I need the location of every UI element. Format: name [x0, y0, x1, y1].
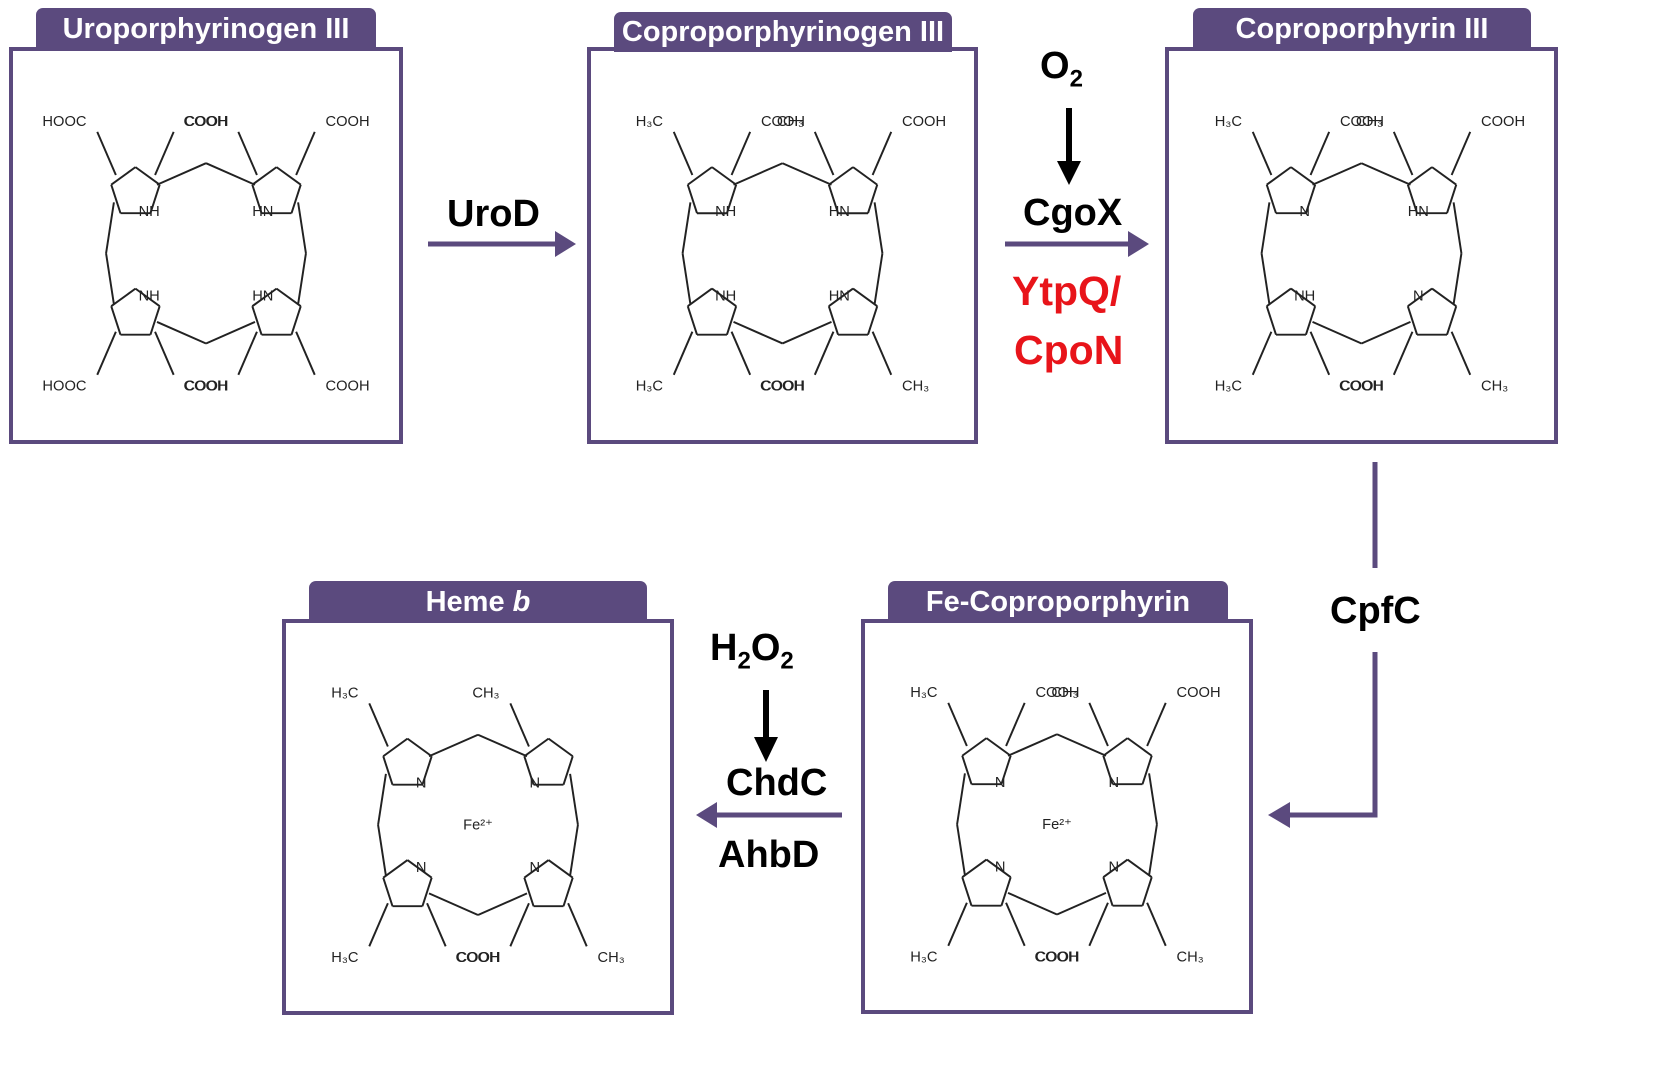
group-h3c-1: H₃C — [1215, 114, 1243, 130]
group-cooh-1: COOH — [184, 114, 228, 130]
group-cooh-3: COOH — [1340, 378, 1384, 394]
title-fe-coproporphyrin: Fe-Coproporphyrin — [888, 581, 1228, 623]
atom-n1: N — [416, 776, 427, 792]
title-uroporphyrinogen: Uroporphyrinogen III — [36, 8, 376, 51]
arrow-cpfc-lower — [1285, 652, 1378, 818]
group-h3c-1: H₃C — [636, 114, 664, 130]
group-h3c-2: H₃C — [1215, 378, 1243, 394]
group-cooh-3: COOH — [326, 114, 370, 130]
atom-n4: HN — [252, 288, 273, 304]
enzyme-chdc: ChdC — [726, 762, 828, 804]
group-ch3-2: CH₃ — [1481, 378, 1508, 394]
group-h3c-2: H₃C — [331, 950, 359, 966]
atom-n1: NH — [139, 204, 160, 220]
cosubstrate-h2o2: H2O2 — [710, 627, 794, 675]
atom-n4: HN — [829, 288, 850, 304]
group-ch3-1: CH₃ — [777, 114, 804, 130]
group-cooh-4: COOH — [760, 378, 804, 394]
atom-fe: Fe²⁺ — [1042, 817, 1072, 833]
group-ch3-1: CH₃ — [472, 685, 499, 701]
group-cooh-4: COOH — [184, 378, 228, 394]
group-hooc-1: HOOC — [42, 114, 86, 130]
title-heme-b: Heme b — [309, 581, 647, 623]
atom-n2: HN — [829, 204, 850, 220]
enzyme-ytpq: YtpQ/ — [1012, 268, 1122, 314]
group-cooh-3: COOH — [761, 378, 805, 394]
group-ch3-2: CH₃ — [1177, 949, 1204, 965]
title-coproporphyrin: Coproporphyrin III — [1193, 8, 1531, 51]
group-ch3-1: CH₃ — [1356, 114, 1383, 130]
atom-fe: Fe²⁺ — [463, 818, 493, 834]
heme-b-italic: b — [512, 586, 531, 618]
atom-n2: N — [1109, 775, 1120, 791]
atom-n2: N — [530, 776, 541, 792]
group-cooh-1: COOH — [456, 950, 500, 966]
group-ch3-2: CH₃ — [598, 950, 625, 966]
atom-n3: N — [995, 859, 1006, 875]
group-h3c-2: H₃C — [910, 949, 938, 965]
atom-n3: NH — [139, 288, 160, 304]
group-cooh-1: COOH — [761, 114, 805, 130]
group-ch3-1: CH₃ — [1051, 685, 1078, 701]
atom-n2: HN — [252, 204, 273, 220]
atom-n4: N — [1109, 859, 1120, 875]
atom-n3: NH — [1294, 288, 1315, 304]
enzyme-cpfc: CpfC — [1330, 590, 1421, 632]
group-cooh-2: COOH — [455, 950, 499, 966]
heme-b-prefix: Heme — [425, 586, 513, 618]
group-cooh-6: COOH — [326, 378, 370, 394]
enzyme-ahbd: AhbD — [718, 834, 820, 876]
group-cooh-1: COOH — [1035, 685, 1079, 701]
group-cooh-2: COOH — [183, 114, 227, 130]
group-cooh-2: COOH — [1481, 114, 1525, 130]
group-hooc-2: HOOC — [42, 378, 86, 394]
atom-n1: NH — [715, 204, 736, 220]
group-cooh-1: COOH — [1340, 114, 1384, 130]
atom-n2: HN — [1408, 204, 1429, 220]
title-coproporphyrinogen: Coproporphyrinogen III — [614, 12, 952, 52]
enzyme-cgox: CgoX — [1023, 192, 1123, 234]
atom-n1: N — [995, 775, 1006, 791]
cosubstrate-o2: O2 — [1040, 45, 1083, 93]
atom-n4: N — [530, 860, 541, 876]
group-h3c-2: H₃C — [636, 378, 664, 394]
group-cooh-3: COOH — [1035, 949, 1079, 965]
group-cooh-2: COOH — [902, 114, 946, 130]
atom-n1: N — [1299, 204, 1310, 220]
group-cooh-4: COOH — [1034, 949, 1078, 965]
enzyme-cpon: CpoN — [1014, 327, 1124, 373]
atom-n3: N — [416, 860, 427, 876]
enzyme-urod: UroD — [447, 193, 540, 235]
group-h3c-1: H₃C — [331, 685, 359, 701]
atom-n3: NH — [715, 288, 736, 304]
atom-n4: N — [1413, 288, 1424, 304]
group-cooh-2: COOH — [1177, 685, 1221, 701]
group-h3c-1: H₃C — [910, 685, 938, 701]
group-ch3-2: CH₃ — [902, 378, 929, 394]
group-cooh-5: COOH — [183, 378, 227, 394]
group-cooh-4: COOH — [1339, 378, 1383, 394]
